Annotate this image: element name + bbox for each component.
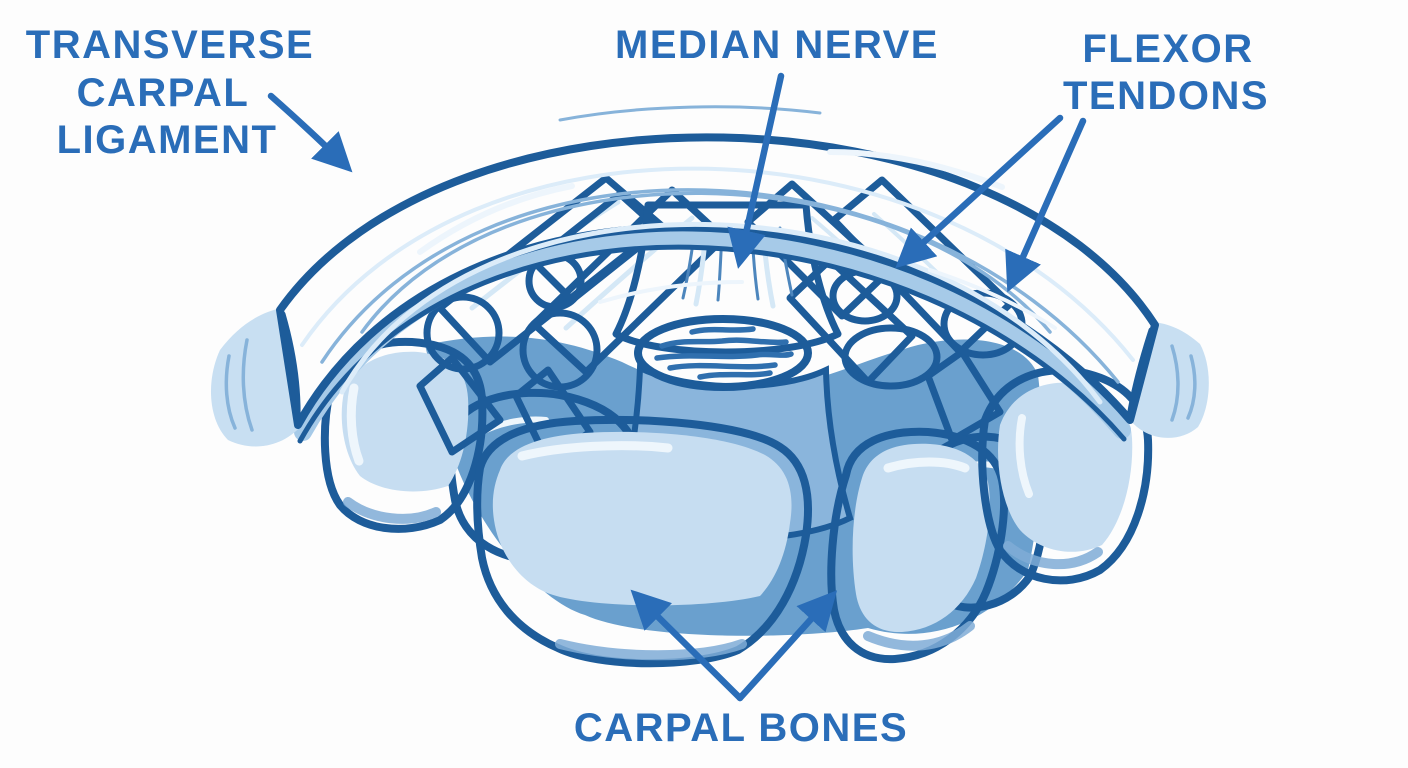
arrow-median-nerve <box>727 72 785 269</box>
arrow-carpal-bone-left <box>630 589 744 702</box>
tendon-cross-section-left-1 <box>423 293 503 373</box>
label-line: MEDIAN NERVE <box>615 23 939 67</box>
median-nerve-cross-section <box>634 315 812 391</box>
ligament-fiber-lines <box>280 105 1154 426</box>
arrow-carpal-bone-right <box>736 590 838 702</box>
label-line: TRANSVERSE <box>26 23 314 67</box>
transverse-carpal-ligament <box>210 105 1209 447</box>
label-median-nerve: MEDIAN NERVE <box>615 23 939 67</box>
carpal-bone-front-right <box>827 427 1008 664</box>
label-line: FLEXOR <box>1082 27 1253 71</box>
tendon-cross-section-left-2 <box>519 309 601 391</box>
label-line: TENDONS <box>1063 74 1269 118</box>
nerve-fascicle-lines <box>654 326 794 380</box>
label-line: LIGAMENT <box>57 118 278 162</box>
arrow-flexor-tendon-1 <box>895 114 1064 269</box>
label-line: CARPAL <box>77 71 250 115</box>
ligament-cut-end-left <box>210 308 300 447</box>
label-carpal-bones: CARPAL BONES <box>574 706 908 750</box>
label-line: CARPAL BONES <box>574 706 908 750</box>
label-transverse-carpal-ligament: TRANSVERSE CARPAL LIGAMENT <box>26 23 314 162</box>
tendon-cross-section-right-2 <box>841 324 941 390</box>
flexor-tendon-right-2 <box>786 256 916 386</box>
carpal-bone-front-left <box>473 415 812 668</box>
carpal-bone-left-outer <box>320 337 487 533</box>
label-flexor-tendons: FLEXOR TENDONS <box>1063 27 1269 118</box>
median-nerve-funnel <box>612 201 842 356</box>
arrow-flexor-tendon-2 <box>1005 117 1087 293</box>
arrow-transverse-carpal-ligament <box>267 92 353 173</box>
